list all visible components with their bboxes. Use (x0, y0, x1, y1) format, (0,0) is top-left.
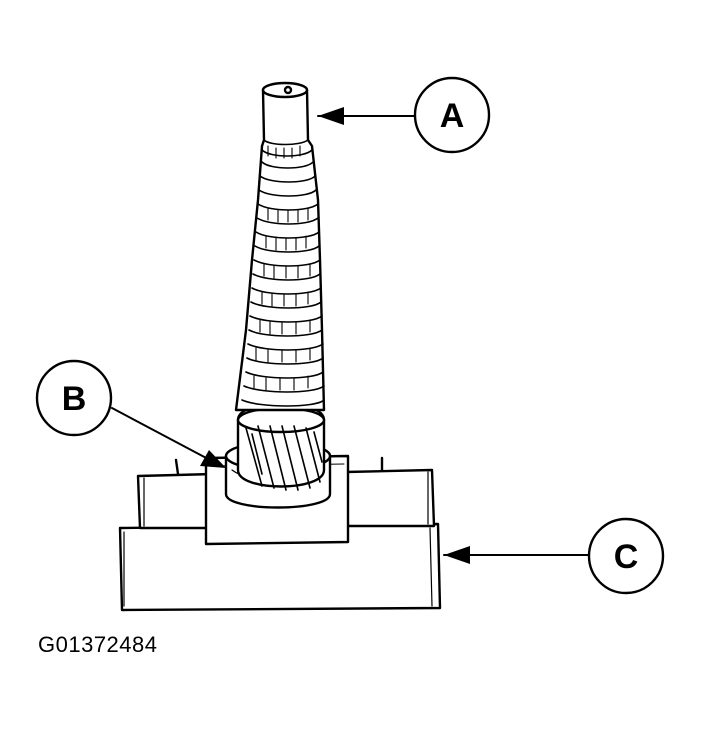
figure-code: G01372484 (38, 632, 158, 657)
right-support-block (344, 456, 436, 528)
leader-arrow-b (111, 407, 226, 468)
shaft-spline-rings (241, 139, 325, 407)
shaft-spline-teeth (253, 145, 311, 391)
callout-circle-b (35, 359, 113, 437)
main-shaft (234, 81, 326, 412)
left-support-block (136, 458, 216, 530)
callout-label-a: A (440, 97, 465, 135)
callout-label-c: C (614, 538, 639, 576)
leader-arrow-c (443, 546, 591, 564)
callout-circle-a (413, 76, 491, 154)
leader-arrow-a (317, 107, 415, 125)
callout-circle-c (587, 517, 665, 595)
callout-label-b: B (62, 380, 87, 418)
helical-gear (236, 402, 326, 491)
